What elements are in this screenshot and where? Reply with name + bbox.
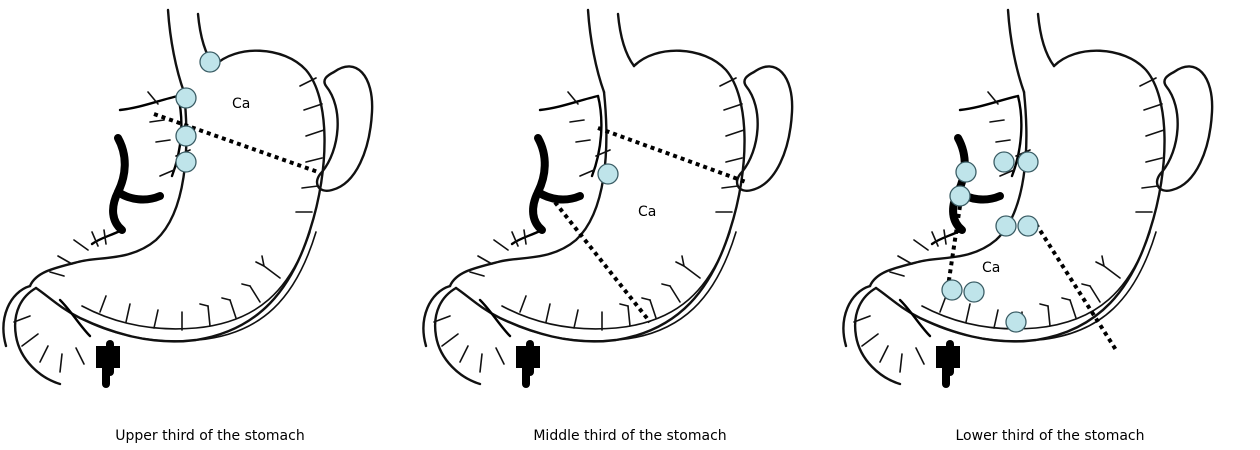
panel-caption: Middle third of the stomach [420,428,840,444]
lymph-nodes [176,52,220,172]
lymph-node [996,216,1016,236]
stomach-diagram-lower [840,0,1260,420]
lymph-node [1018,216,1038,236]
stomach-diagram-middle [420,0,840,420]
tumor-label: Ca [982,260,1000,276]
tumor-label: Ca [232,96,250,112]
lymph-node [994,152,1014,172]
lymph-node [956,162,976,182]
resection-line [598,128,746,182]
resection-line [550,196,650,322]
lymph-node [950,186,970,206]
lymph-node [598,164,618,184]
lymph-node [1018,152,1038,172]
stomach-diagram-upper [0,0,420,420]
lymph-node [176,88,196,108]
lymph-node [942,280,962,300]
panel-caption: Upper third of the stomach [0,428,420,444]
panel-caption: Lower third of the stomach [840,428,1260,444]
tumor-label: Ca [638,204,656,220]
lymph-node [176,126,196,146]
lymph-node [176,152,196,172]
panel-lower-third: Ca Lower third of the stomach [840,0,1260,450]
lymph-node [200,52,220,72]
lymph-nodes [598,164,618,184]
lymph-node [1006,312,1026,332]
panel-middle-third: Ca Middle third of the stomach [420,0,840,450]
panel-upper-third: Ca Upper third of the stomach [0,0,420,450]
lymph-node [964,282,984,302]
